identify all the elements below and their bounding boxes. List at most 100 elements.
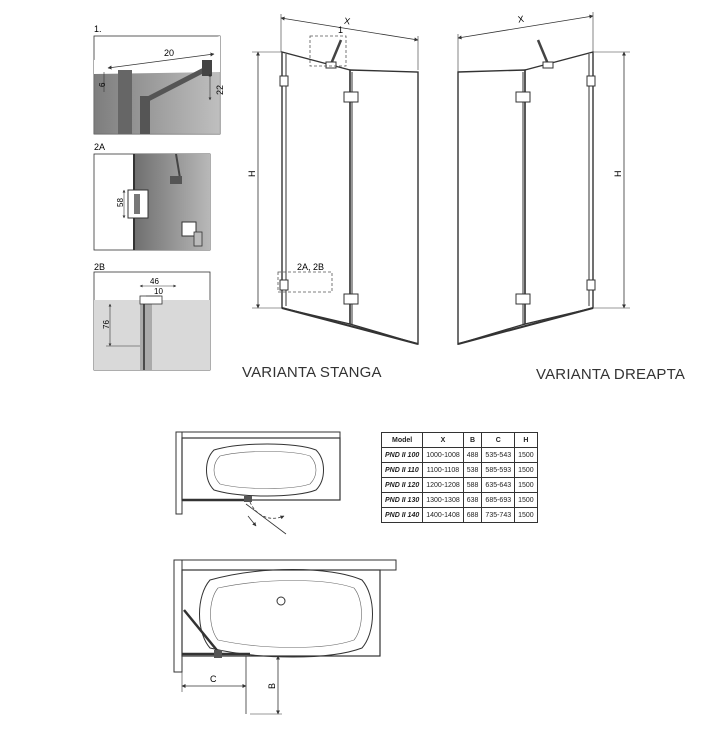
right-fixed-panel xyxy=(524,51,594,325)
dim-76: 76 xyxy=(102,320,111,329)
detail-2b: 2B 46 10 76 xyxy=(93,262,211,371)
cell-b: 488 xyxy=(462,447,483,463)
dim-20-line xyxy=(107,52,215,70)
dim-x-left: X xyxy=(343,16,351,27)
dim-x-line-left xyxy=(280,16,419,42)
spec-table-header-row: Model X B C H xyxy=(380,432,538,448)
left-panel-hinge-bottom xyxy=(343,293,359,305)
table-row: PND II 110 1100-1108 538 585-593 1500 xyxy=(380,462,538,478)
elevation-left: X H 1 2A, 2B xyxy=(247,14,419,345)
dim-20: 20 xyxy=(164,48,174,58)
cell-c: 635-643 xyxy=(481,477,516,493)
dim-x-right: X xyxy=(517,14,525,25)
cell-h: 1500 xyxy=(514,462,538,478)
plan-top xyxy=(175,431,341,535)
cell-x: 1000-1008 xyxy=(422,447,464,463)
table-row: PND II 130 1300-1308 638 685-693 1500 xyxy=(380,492,538,508)
plan-top-swing-arc xyxy=(249,501,285,520)
left-fixed-panel xyxy=(281,51,351,325)
dim-b: B xyxy=(267,683,277,689)
plan-bottom-wall xyxy=(173,559,397,571)
spec-table: Model X B C H PND II 100 1000-1008 488 5… xyxy=(380,432,538,523)
detail-2a-lower-clamp xyxy=(193,231,203,247)
cell-x: 1300-1308 xyxy=(422,492,464,508)
dim-h-right: H xyxy=(613,171,623,178)
plan-top-open-panel xyxy=(245,503,287,535)
right-stabilizer-bar xyxy=(536,39,550,65)
plan-bottom-basin xyxy=(199,569,373,658)
callout-2: 2A, 2B xyxy=(297,262,324,272)
cell-c: 735-743 xyxy=(481,507,516,523)
callout-1: 1 xyxy=(338,25,343,35)
right-folding-panel xyxy=(457,69,526,345)
cell-x: 1400-1408 xyxy=(422,507,464,523)
cell-h: 1500 xyxy=(514,507,538,523)
caption-right-variant: VARIANTA DREAPTA xyxy=(536,366,686,383)
elevation-right: X H xyxy=(457,12,630,345)
detail-1: 1. 20 6 22 xyxy=(93,24,225,135)
detail-2a: 2A 58 xyxy=(93,142,211,251)
plan-bottom: C B xyxy=(173,559,397,715)
cell-model: PND II 110 xyxy=(380,462,424,478)
cell-b: 638 xyxy=(462,492,483,508)
dim-x-line-right xyxy=(457,14,594,40)
dim-46: 46 xyxy=(150,277,159,286)
table-row: PND II 120 1200-1208 588 635-643 1500 xyxy=(380,477,538,493)
cell-b: 588 xyxy=(462,477,483,493)
callout-box-2 xyxy=(277,271,333,293)
dim-6: 6 xyxy=(98,82,107,87)
detail-1-hinge xyxy=(140,96,150,134)
left-wall-hinge-top xyxy=(279,75,289,87)
dim-10: 10 xyxy=(154,287,163,296)
cell-model: PND II 140 xyxy=(380,507,424,523)
detail-1-panel-edge xyxy=(118,70,132,134)
detail-2a-label: 2A xyxy=(94,142,105,152)
dim-22: 22 xyxy=(215,85,225,95)
cell-c: 535-543 xyxy=(481,447,516,463)
header-c: C xyxy=(481,432,516,448)
detail-1-wall-bracket xyxy=(202,60,212,76)
header-h: H xyxy=(514,432,538,448)
plan-top-wall xyxy=(175,431,341,439)
plan-bottom-drain xyxy=(276,596,286,606)
cell-b: 688 xyxy=(462,507,483,523)
left-folding-panel xyxy=(349,69,419,345)
table-row: PND II 100 1000-1008 488 535-543 1500 xyxy=(380,447,538,463)
detail-1-stabilizer-bar xyxy=(144,65,210,103)
left-stabilizer-bar xyxy=(329,39,343,65)
cell-x: 1200-1208 xyxy=(422,477,464,493)
caption-left-variant: VARIANTA STANGA xyxy=(242,364,382,381)
cell-model: PND II 120 xyxy=(380,477,424,493)
detail-2b-label: 2B xyxy=(94,262,105,272)
header-model: Model xyxy=(380,432,424,448)
detail-2a-lower-hinge xyxy=(181,221,197,237)
cell-b: 538 xyxy=(462,462,483,478)
cell-c: 685-693 xyxy=(481,492,516,508)
callout-box-1 xyxy=(309,35,347,67)
dim-58: 58 xyxy=(116,198,125,207)
cell-x: 1100-1108 xyxy=(422,462,464,478)
cell-h: 1500 xyxy=(514,492,538,508)
cell-h: 1500 xyxy=(514,477,538,493)
table-row: PND II 140 1400-1408 688 735-743 1500 xyxy=(380,507,538,523)
detail-2b-cap xyxy=(139,295,163,305)
cell-h: 1500 xyxy=(514,447,538,463)
detail-2a-hinge-core xyxy=(134,194,140,214)
detail-1-label: 1. xyxy=(94,24,102,34)
detail-2a-bar xyxy=(175,153,181,179)
header-x: X xyxy=(422,432,464,448)
cell-model: PND II 130 xyxy=(380,492,424,508)
left-wall-hinge-bottom xyxy=(279,279,289,291)
header-b: B xyxy=(462,432,483,448)
plan-bottom-folded-panel xyxy=(183,609,221,655)
plan-top-tub xyxy=(181,437,341,501)
left-bottom-edge xyxy=(281,307,419,345)
detail-2b-profile xyxy=(140,300,152,370)
plan-top-basin xyxy=(206,443,324,497)
detail-2a-top-clamp xyxy=(170,176,182,184)
dim-h-left: H xyxy=(247,171,257,178)
right-bottom-edge xyxy=(457,307,594,345)
dim-c: C xyxy=(210,674,217,684)
